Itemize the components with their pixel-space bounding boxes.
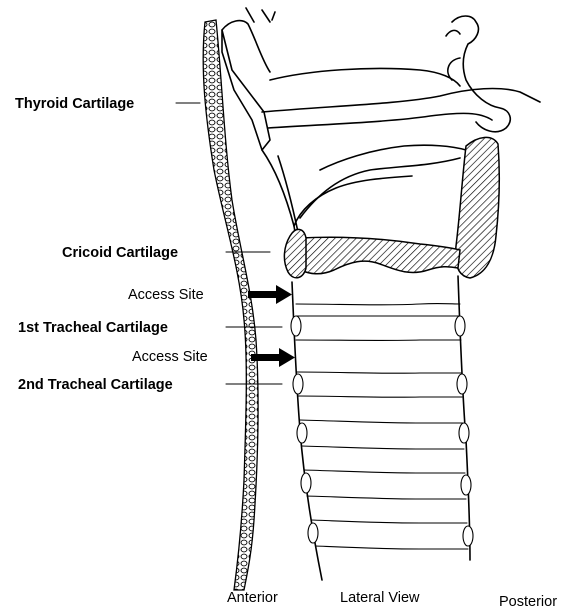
label-access-site-2: Access Site [132, 349, 208, 365]
label-2nd-tracheal-cartilage: 2nd Tracheal Cartilage [18, 377, 173, 393]
footer-anterior: Anterior [227, 590, 278, 606]
label-cricoid-cartilage: Cricoid Cartilage [62, 245, 178, 261]
label-thyroid-cartilage: Thyroid Cartilage [15, 96, 134, 112]
label-access-site-1: Access Site [128, 287, 204, 303]
skin-strip [203, 20, 258, 590]
label-1st-tracheal-cartilage: 1st Tracheal Cartilage [18, 320, 168, 336]
footer-lateral-view: Lateral View [340, 590, 420, 606]
tracheal-rings [296, 304, 468, 549]
trachea [291, 276, 473, 580]
footer-posterior: Posterior [499, 594, 557, 608]
thyroid-cartilage-shape [262, 145, 466, 238]
cricoid-lamina-posterior [456, 137, 500, 278]
cricoid-ring [300, 237, 460, 274]
ring-ends-posterior [455, 316, 473, 546]
access-arrow-1 [248, 285, 292, 304]
hyoid-region [222, 8, 540, 150]
cricoid-anterior-knob [284, 229, 306, 277]
